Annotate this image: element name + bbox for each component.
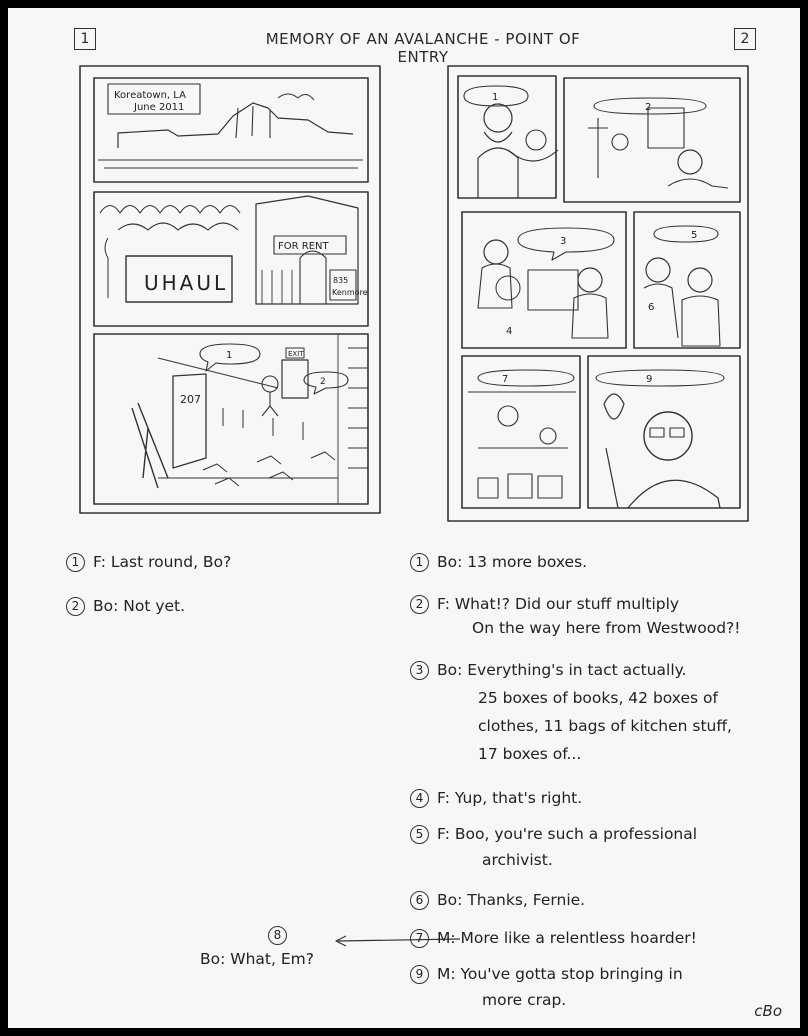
address-sign-line2: Kenmore xyxy=(332,288,368,297)
connector-arrow xyxy=(337,938,461,942)
bubble-number: 4 xyxy=(506,326,512,337)
storyboard-sketches: Koreatown, LA June 2011 UHAUL FOR RENT 8… xyxy=(79,65,749,947)
line-number: 1 xyxy=(66,553,85,572)
bubble-number: 2 xyxy=(320,377,326,387)
bubble-number: 6 xyxy=(648,302,654,313)
location-caption-line1: Koreatown, LA xyxy=(114,90,186,101)
bubble-number: 3 xyxy=(560,236,566,247)
for-rent-sign: FOR RENT xyxy=(278,241,329,252)
right-panel-3 xyxy=(461,211,627,349)
location-caption-line2: June 2011 xyxy=(133,102,184,113)
left-page-number: 1 xyxy=(74,28,96,50)
page-title: MEMORY OF AN AVALANCHE - POINT OF ENTRY xyxy=(265,30,581,66)
right-panel-5 xyxy=(633,211,741,349)
right-panel-9 xyxy=(587,355,741,509)
bubble-number: 1 xyxy=(226,350,232,361)
bubble-number: 5 xyxy=(691,230,697,241)
left-page-frame xyxy=(79,65,381,514)
left-panel-1 xyxy=(93,77,369,183)
right-panel-7 xyxy=(461,355,581,509)
uhaul-sign: UHAUL xyxy=(144,271,228,295)
right-panel-1 xyxy=(457,75,557,199)
bubble-number: 7 xyxy=(502,374,508,385)
address-sign-line1: 835 xyxy=(333,276,348,285)
right-page-number: 2 xyxy=(734,28,756,50)
storyboard-page: 1 MEMORY OF AN AVALANCHE - POINT OF ENTR… xyxy=(8,8,800,1028)
left-panel-2 xyxy=(93,191,369,327)
artist-signature: cBo xyxy=(754,1002,782,1020)
left-panel-3 xyxy=(93,333,369,505)
bubble-number: 9 xyxy=(646,374,652,385)
right-panel-2 xyxy=(563,77,741,203)
bubble-number: 1 xyxy=(492,92,498,103)
door-number: 207 xyxy=(180,393,201,406)
right-page-frame xyxy=(447,65,749,522)
exit-sign: EXIT xyxy=(288,350,304,358)
line-number: 8 xyxy=(268,926,287,945)
line-number: 2 xyxy=(66,597,85,616)
bubble-number: 2 xyxy=(645,102,651,113)
